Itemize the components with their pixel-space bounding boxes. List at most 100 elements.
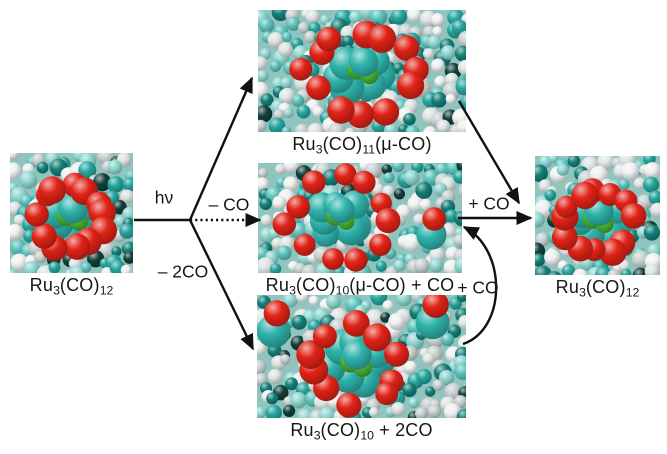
sphere (422, 295, 449, 318)
sphere (434, 163, 450, 177)
sphere (111, 246, 122, 257)
minus-2co-label: – 2CO (157, 261, 209, 282)
sphere (458, 314, 466, 330)
sphere (375, 208, 401, 234)
sphere (326, 295, 341, 309)
sphere (429, 258, 444, 273)
formula-subscript: 11 (362, 142, 376, 157)
sphere (107, 176, 124, 193)
hv-label: hν (154, 187, 174, 208)
sphere (643, 176, 660, 193)
sphere (403, 112, 416, 126)
sphere (643, 224, 660, 241)
formula-label-ru3co10-muco: Ru3(CO)10(μ-CO) + CO (266, 275, 455, 298)
formula-label-reactant: Ru3(CO)12 (30, 275, 114, 298)
sphere (390, 10, 408, 25)
formula-text: Ru (555, 277, 580, 297)
sphere (620, 203, 647, 229)
molecule-render-reactant (10, 153, 133, 273)
sphere (258, 69, 269, 82)
sphere (275, 163, 286, 175)
sphere (23, 260, 40, 273)
formula-label-product: Ru3(CO)12 (556, 277, 640, 300)
sphere (342, 339, 372, 370)
sphere (375, 260, 387, 272)
sphere (458, 30, 466, 49)
sphere (555, 195, 578, 218)
sphere (454, 362, 466, 380)
sphere (258, 177, 269, 191)
sphere (393, 188, 405, 200)
sphere (393, 259, 406, 272)
arrow-co-recombination-curve (462, 225, 498, 346)
sphere (107, 159, 123, 175)
sphere (316, 26, 342, 52)
sphere (643, 162, 660, 179)
sphere (344, 248, 368, 272)
sphere (258, 105, 273, 123)
sphere (281, 31, 292, 43)
sphere (544, 189, 557, 201)
formula-text: (CO) (585, 277, 626, 297)
sphere (445, 93, 456, 104)
sphere (431, 13, 445, 27)
molecule-render-ru3co10-muco (258, 163, 462, 273)
sphere (404, 360, 417, 374)
sphere (272, 212, 296, 236)
sphere (363, 323, 391, 352)
sphere (38, 176, 66, 204)
sphere (408, 397, 419, 409)
sphere (306, 75, 331, 100)
sphere (257, 359, 267, 375)
sphere (348, 47, 379, 77)
sphere (368, 407, 379, 418)
arrow-branch-to-ru3co10 (188, 219, 255, 351)
sphere (457, 295, 466, 303)
formula-text: (CO) (59, 275, 100, 295)
sphere (422, 207, 446, 231)
sphere (263, 300, 291, 327)
sphere (341, 35, 354, 48)
sphere (551, 224, 578, 251)
sphere (381, 164, 392, 175)
sphere (419, 198, 432, 211)
sphere (453, 170, 462, 184)
sphere (13, 214, 26, 226)
formula-subscript: 3 (313, 428, 321, 443)
sphere (120, 264, 132, 273)
sphere (10, 253, 28, 271)
sphere (456, 408, 466, 418)
sphere (607, 269, 621, 275)
sphere (372, 183, 384, 196)
sphere (425, 386, 436, 397)
sphere (415, 181, 433, 199)
sphere (81, 262, 92, 273)
formula-text: Ru (290, 420, 314, 440)
formula-subscript: 3 (53, 283, 60, 298)
sphere (293, 233, 316, 256)
formula-text: (μ-CO) + CO (349, 275, 455, 295)
sphere (267, 369, 283, 384)
sphere (301, 170, 326, 194)
formula-label-ru3co11-muco: Ru3(CO)11(μ-CO) (292, 134, 431, 157)
sphere (384, 341, 410, 367)
sphere (427, 35, 442, 50)
sphere (297, 22, 310, 34)
formula-text: (CO) (320, 420, 361, 440)
sphere (295, 295, 308, 303)
sphere (414, 258, 430, 273)
sphere (405, 125, 420, 132)
plus-co-top-label: + CO (468, 193, 510, 214)
sphere (423, 126, 437, 132)
sphere (123, 251, 133, 264)
plus-co-recomb-label: + CO (457, 277, 499, 298)
formula-subscript: 10 (335, 283, 350, 298)
sphere (380, 312, 391, 323)
sphere (119, 223, 133, 239)
sphere (281, 126, 292, 132)
sphere (258, 56, 268, 71)
sphere (402, 382, 417, 398)
sphere (31, 223, 57, 249)
sphere (290, 392, 307, 409)
sphere (547, 271, 562, 275)
